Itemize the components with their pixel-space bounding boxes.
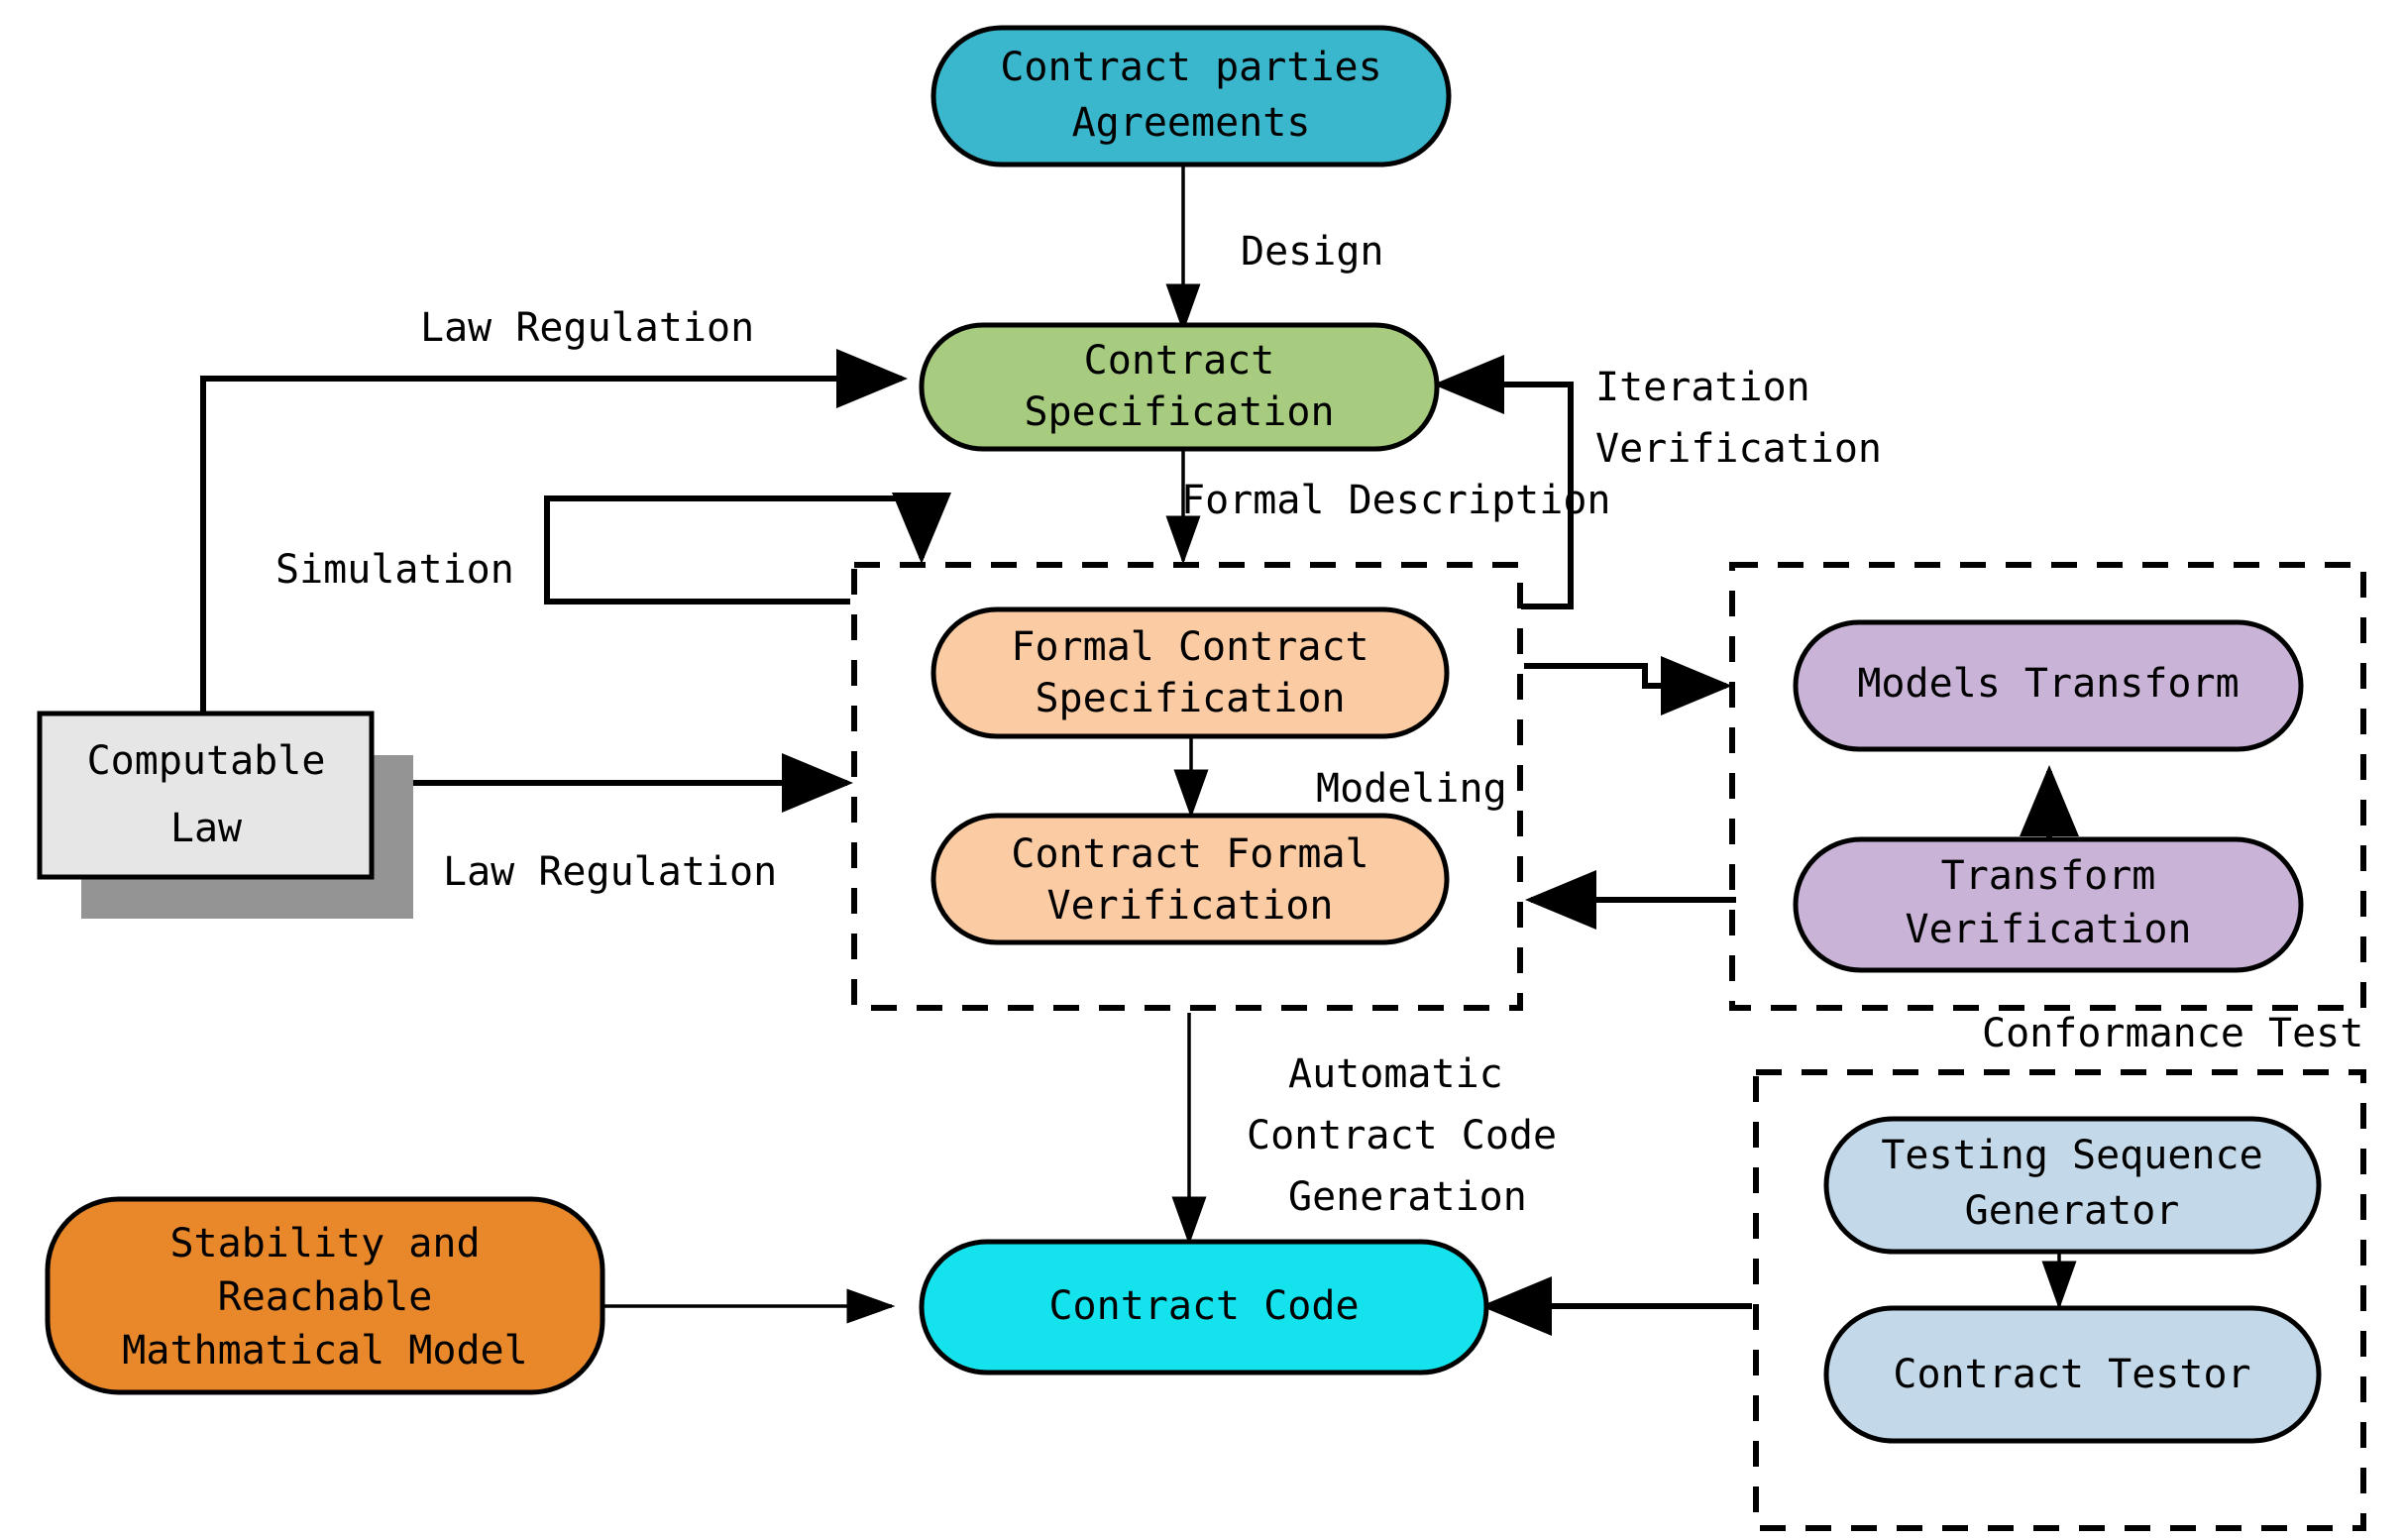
edge-label-iteration: Iteration bbox=[1595, 365, 1810, 410]
node-label-line2: Specification bbox=[1024, 389, 1334, 435]
node-label-line1: Models Transform bbox=[1857, 661, 2239, 707]
node-label-line1: Transform bbox=[1941, 853, 2156, 899]
node-label-line1: Computable bbox=[87, 738, 326, 784]
edge-label-design: Design bbox=[1241, 229, 1384, 275]
node-label-line1: Testing Sequence bbox=[1881, 1133, 2262, 1178]
node-contract-specification[interactable]: Contract Specification bbox=[919, 322, 1440, 452]
node-label-line1: Contract Formal bbox=[1011, 831, 1368, 877]
node-label-line1: Stability and bbox=[169, 1221, 480, 1266]
edge-to-models-transform bbox=[1524, 656, 1732, 715]
edge-label-formal-description: Formal Description bbox=[1181, 478, 1610, 523]
node-label-line2: Verification bbox=[1906, 907, 2192, 952]
node-contract-testor[interactable]: Contract Testor bbox=[1823, 1305, 2322, 1444]
node-label-line2: Reachable bbox=[218, 1274, 433, 1320]
edge-label-law-regulation-top: Law Regulation bbox=[420, 305, 754, 351]
edge-label-contract-code-gen-line2: Contract Code bbox=[1247, 1113, 1557, 1158]
node-label-line2: Generator bbox=[1965, 1188, 2180, 1234]
edge-simulation bbox=[544, 493, 951, 605]
node-contract-code[interactable]: Contract Code bbox=[919, 1239, 1489, 1375]
node-label-line1: Formal Contract bbox=[1011, 624, 1368, 670]
node-computable-law[interactable]: Computable Law bbox=[37, 711, 413, 919]
node-label-line2: Law bbox=[170, 806, 243, 851]
node-label-line1: Contract Code bbox=[1048, 1283, 1359, 1329]
group-formal-box bbox=[851, 562, 1523, 1011]
node-label-line1: Contract Testor bbox=[1893, 1352, 2250, 1397]
group-transform-box bbox=[1729, 562, 2366, 1011]
node-formal-contract-specification[interactable]: Formal Contract Specification bbox=[930, 606, 1450, 739]
node-transform-verification[interactable]: Transform Verification bbox=[1793, 836, 2304, 973]
node-models-transform[interactable]: Models Transform bbox=[1793, 619, 2304, 752]
node-stability-model[interactable]: Stability and Reachable Mathmatical Mode… bbox=[45, 1196, 605, 1395]
node-label-line1: Contract parties bbox=[1000, 45, 1381, 90]
node-label-line2: Specification bbox=[1035, 676, 1345, 721]
node-contract-formal-verification[interactable]: Contract Formal Verification bbox=[930, 813, 1450, 945]
node-testing-sequence-generator[interactable]: Testing Sequence Generator bbox=[1823, 1116, 2322, 1255]
edge-law-regulation-top bbox=[200, 349, 908, 728]
edge-iteration-verification bbox=[1433, 355, 1574, 609]
node-contract-parties-agreements[interactable]: Contract parties Agreements bbox=[930, 25, 1452, 167]
node-label-line2: Agreements bbox=[1072, 100, 1311, 146]
node-label-line1: Contract bbox=[1084, 338, 1275, 384]
node-label-line2: Verification bbox=[1047, 883, 1334, 929]
edge-label-simulation: Simulation bbox=[275, 547, 514, 593]
edge-label-verification: Verification bbox=[1595, 426, 1882, 472]
edge-label-law-regulation-bottom: Law Regulation bbox=[443, 849, 777, 895]
edge-label-contract-code-gen-line3: Generation bbox=[1288, 1174, 1527, 1220]
group-label-conformance-test: Conformance Test bbox=[1982, 1011, 2363, 1056]
node-label-line3: Mathmatical Model bbox=[122, 1328, 527, 1374]
edge-label-automatic: Automatic bbox=[1288, 1051, 1503, 1097]
edge-label-modeling: Modeling bbox=[1316, 766, 1507, 812]
group-conformance-box bbox=[1753, 1069, 2366, 1531]
